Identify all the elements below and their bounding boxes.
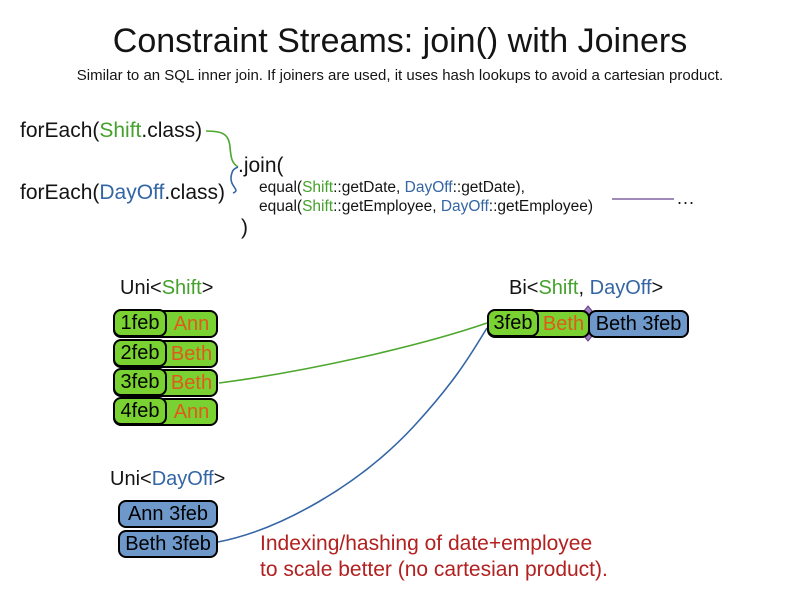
- uni-dayoff-label: Uni<DayOff>: [110, 468, 225, 491]
- brace-green-segment: [205, 130, 239, 168]
- label-text: >: [213, 468, 226, 490]
- page-title: Constraint Streams: join() with Joiners: [112, 22, 688, 60]
- code-text: equal(: [259, 179, 303, 196]
- label-text: >: [201, 277, 214, 299]
- label-text: ,: [578, 277, 590, 299]
- dayoff-row-ann-3feb: Ann 3feb: [118, 500, 218, 528]
- label-text: Uni<: [120, 277, 162, 299]
- uni-shift-label: Uni<Shift>: [120, 277, 213, 300]
- more-joiners-ellipsis: ...: [677, 188, 696, 208]
- shift-type-token: Shift: [538, 277, 579, 299]
- dayoff-row-beth-3feb: Beth 3feb: [118, 530, 218, 558]
- code-foreach-dayoff: forEach(DayOff.class): [20, 181, 225, 205]
- shift-class-token: Shift: [99, 119, 142, 142]
- indexing-note-line1: Indexing/hashing of date+employee: [260, 532, 593, 555]
- shift-date-cell: 4feb: [113, 397, 167, 425]
- code-foreach-shift: forEach(Shift.class): [20, 119, 202, 143]
- join-line-dayoff: [217, 327, 488, 543]
- label-text: Uni<: [110, 468, 152, 490]
- shift-employee-cell: Ann: [173, 400, 210, 423]
- code-text: forEach(: [20, 181, 100, 204]
- bi-row-shift-part: 3feb Beth: [487, 309, 590, 338]
- shift-class-token: Shift: [302, 198, 334, 215]
- shift-employee-cell: Ann: [173, 312, 210, 335]
- dayoff-class-token: DayOff: [440, 198, 489, 215]
- code-join-close: ): [241, 216, 248, 239]
- code-join-open: .join(: [238, 154, 284, 177]
- code-text: .class): [164, 181, 226, 204]
- shift-date-cell: 3feb: [113, 368, 167, 396]
- indexing-note-line2: to scale better (no cartesian product).: [260, 557, 608, 581]
- dayoff-type-token: DayOff: [589, 277, 652, 299]
- shift-row-3feb-beth: 3feb Beth: [113, 368, 218, 397]
- code-equal-date: equal(Shift::getDate, DayOff::getDate),: [259, 179, 525, 197]
- join-line-shift: [218, 322, 488, 384]
- shift-employee-cell: Beth: [170, 342, 213, 365]
- code-text: ::getEmployee): [488, 198, 594, 215]
- shift-employee-cell: Beth: [170, 371, 213, 394]
- shift-row-1feb-ann: 1feb Ann: [113, 309, 218, 338]
- shift-class-token: Shift: [302, 179, 334, 196]
- brace-blue-segment: [230, 166, 239, 194]
- dayoff-class-token: DayOff: [404, 179, 453, 196]
- bi-label: Bi<Shift, DayOff>: [509, 277, 663, 300]
- bi-row-dayoff-part: Beth 3feb: [588, 310, 689, 338]
- label-text: Bi<: [509, 277, 539, 299]
- shift-row-4feb-ann: 4feb Ann: [113, 397, 218, 426]
- code-text: equal(: [259, 198, 303, 215]
- bi-shift-date-cell: 3feb: [487, 309, 539, 337]
- shift-date-cell: 2feb: [113, 339, 167, 367]
- dayoff-type-token: DayOff: [151, 468, 214, 490]
- code-text: ::getEmployee,: [333, 198, 441, 215]
- indexing-note: Indexing/hashing of date+employee to sca…: [260, 531, 608, 582]
- subtitle: Similar to an SQL inner join. If joiners…: [76, 67, 724, 84]
- code-text: ::getDate,: [333, 179, 405, 196]
- code-equal-employee: equal(Shift::getEmployee, DayOff::getEmp…: [259, 198, 593, 216]
- label-text: >: [651, 277, 664, 299]
- shift-date-cell: 1feb: [113, 309, 167, 337]
- code-text: forEach(: [20, 119, 100, 142]
- code-text: ::getDate),: [452, 179, 525, 196]
- shift-type-token: Shift: [161, 277, 202, 299]
- bi-shift-employee-cell: Beth: [542, 312, 585, 335]
- code-text: .class): [141, 119, 203, 142]
- shift-row-2feb-beth: 2feb Beth: [113, 339, 218, 368]
- dayoff-class-token: DayOff: [99, 181, 165, 204]
